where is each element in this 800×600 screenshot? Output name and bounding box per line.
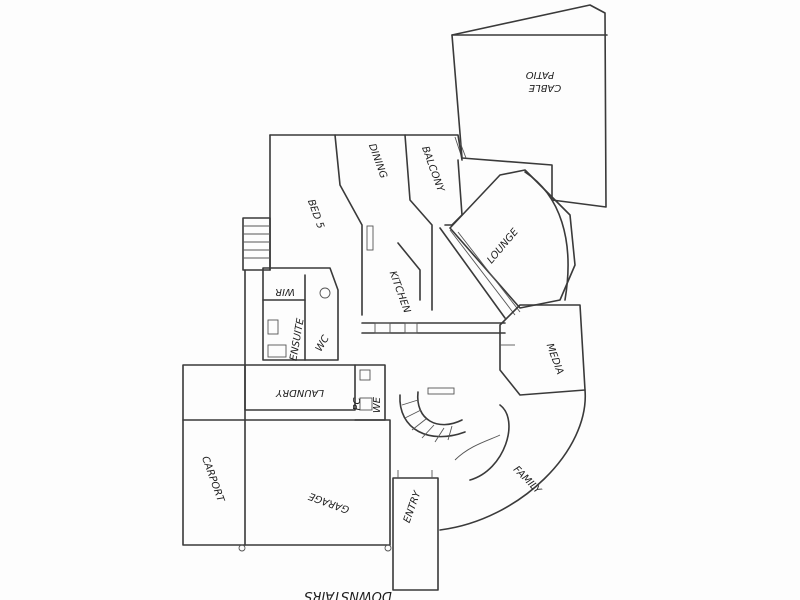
label-dining: DINING [366,142,389,180]
label-pc: PC [352,397,363,410]
entry-area [392,470,439,591]
label-we: WE [372,396,383,413]
label-ensuite: ENSUITE [288,317,306,362]
garage-area [238,419,392,552]
label-balcony: BALCONY [419,145,446,194]
exterior-stairs [242,217,271,271]
family-room [439,389,586,531]
media-room [499,304,586,396]
plan-title: DOWNSTAIRS [304,588,392,600]
label-bed5: BED 5 [305,198,326,230]
spiral-staircase [399,387,466,443]
label-cable: CABLE [528,82,561,93]
label-garage: GARAGE [307,490,351,515]
label-wc: WC [314,334,332,354]
ensuite-block [244,267,339,366]
label-entry: ENTRY [402,489,424,525]
upper-rooms-walls [269,134,576,334]
label-lounge: LOUNGE [485,226,521,266]
label-wir: WIR [275,286,295,297]
label-laundry: LAUNDRY [275,387,324,398]
label-family: FAMILY [511,464,544,497]
label-kitchen: KITCHEN [387,270,413,316]
label-media: MEDIA [544,342,565,376]
cable-patio-area [451,4,608,208]
label-patio: PATIO [526,69,555,80]
label-carport: CARPORT [199,455,226,504]
carport-area [182,364,246,546]
